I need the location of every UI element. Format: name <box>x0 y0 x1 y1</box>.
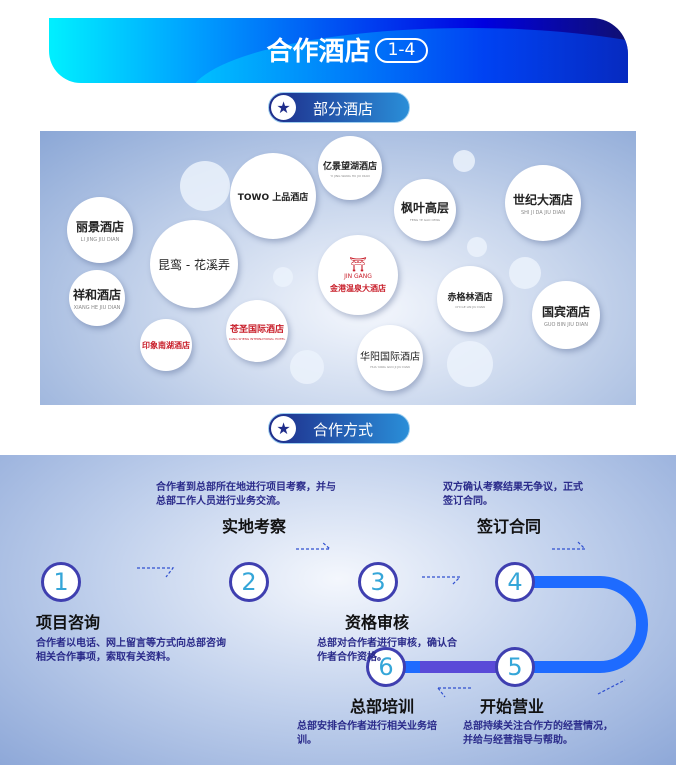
page-range-badge: 1-4 <box>375 38 428 63</box>
hotel-logo: 昆鸾 - 花溪弄 <box>150 220 238 308</box>
step-node-4: 4 <box>495 562 535 602</box>
star-icon: ★ <box>271 95 296 120</box>
step-node-6: 6 <box>366 647 406 687</box>
pavilion-logo-icon: ⛩ <box>349 256 367 273</box>
step-desc: 总部安排合作者进行相关业务培训。 <box>297 721 437 746</box>
step-node-1: 1 <box>41 562 81 602</box>
track-curve <box>386 576 648 673</box>
hotel-logo: 印象南湖酒店 <box>140 319 192 371</box>
step-title: 总部培训 <box>350 697 415 716</box>
step-node-2: 2 <box>229 562 269 602</box>
decor-bubble <box>273 267 293 287</box>
step-title: 项目咨询 <box>36 613 101 632</box>
section-heading-process: ★ 合作方式 <box>268 413 410 444</box>
cooperation-process: 1 2 3 4 5 6 项目咨询 合作者以电话、网上留言等方式向总部咨询相关合作… <box>0 455 676 765</box>
star-icon: ★ <box>271 416 296 441</box>
decor-bubble <box>467 237 487 257</box>
step-desc: 合作者以电话、网上留言等方式向总部咨询相关合作事项，索取有关资料。 <box>36 638 226 663</box>
decor-bubble <box>453 150 475 172</box>
step-title: 资格审核 <box>345 613 410 632</box>
hotel-logo: TOWO 上品酒店 <box>230 153 316 239</box>
decor-bubble <box>447 341 493 387</box>
step-desc: 总部持续关注合作方的经营情况，并给与经营指导与帮助。 <box>463 721 613 746</box>
header-banner: 合作酒店 1-4 <box>49 18 628 83</box>
page-title: 合作酒店 <box>266 37 371 67</box>
process-track <box>61 541 648 698</box>
step-node-3: 3 <box>358 562 398 602</box>
step-node-5: 5 <box>495 647 535 687</box>
section-label: 部分酒店 <box>313 100 374 118</box>
decor-bubble <box>180 161 230 211</box>
step-desc: 双方确认考察结果无争议，正式签订合同。 <box>443 482 583 507</box>
section-heading-hotels: ★ 部分酒店 <box>268 92 410 123</box>
decor-bubble <box>290 350 324 384</box>
step-desc: 合作者到总部所在地进行项目考察，并与总部工作人员进行业务交流。 <box>156 482 336 507</box>
decor-bubble <box>509 257 541 289</box>
step-desc: 总部对合作者进行审核，确认合作者合作资格。 <box>317 638 457 663</box>
step-title: 实地考察 <box>222 517 287 536</box>
section-label: 合作方式 <box>313 421 374 439</box>
step-title: 开始营业 <box>480 697 545 716</box>
step-title: 签订合同 <box>477 517 542 536</box>
